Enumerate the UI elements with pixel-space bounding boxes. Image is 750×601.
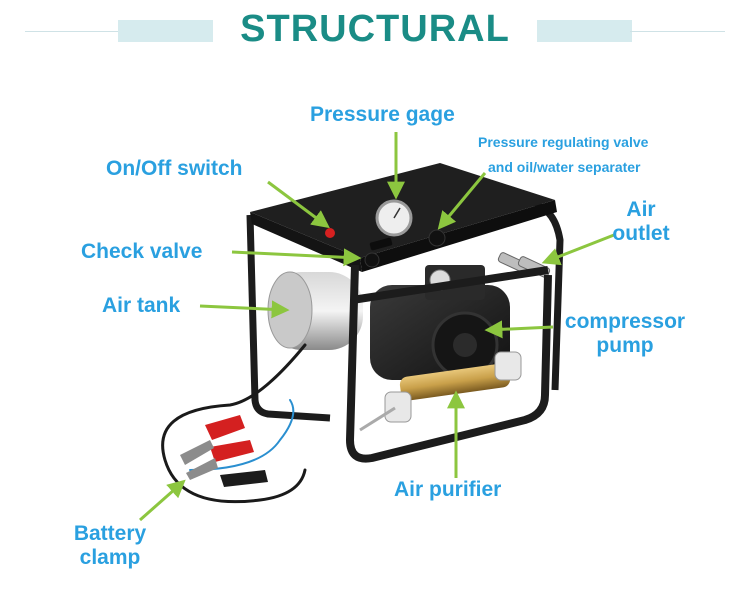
- label-compressor-pump: compressor pump: [554, 310, 696, 358]
- label-battery-line1: Battery: [73, 522, 147, 545]
- pointer-air-tank: [199, 300, 290, 319]
- label-air-tank: Air tank: [102, 294, 181, 317]
- label-pressure-gage: Pressure gage: [310, 103, 455, 126]
- label-regulating-valve-2: and oil/water separater: [488, 159, 641, 175]
- label-compressor-line1: compressor: [564, 310, 686, 333]
- pointer-check-valve: [231, 248, 362, 267]
- page-title: STRUCTURAL: [240, 8, 510, 50]
- label-compressor-line2: pump: [596, 334, 654, 358]
- pointer-compressor: [484, 320, 554, 339]
- label-air-outlet: Air outlet: [603, 198, 679, 246]
- pointer-lines: [139, 132, 615, 522]
- label-battery-clamp: Battery clamp: [64, 522, 156, 570]
- pointer-battery-clamp: [139, 479, 186, 522]
- label-on-off-switch: On/Off switch: [106, 157, 243, 180]
- label-air-purifier: Air purifier: [394, 478, 502, 501]
- title-right-line: [630, 31, 725, 32]
- air-tank-shape: [267, 271, 363, 350]
- front-frame: [346, 264, 552, 463]
- label-air-outlet-line2: outlet: [612, 222, 670, 246]
- pointer-on-off-switch: [267, 180, 330, 229]
- label-regulating-valve-1: Pressure regulating valve: [478, 134, 649, 150]
- title-right-bar: [537, 20, 632, 42]
- pointer-regulating-valve: [437, 172, 487, 230]
- pointer-air-outlet: [541, 233, 615, 266]
- title-left-bar: [118, 20, 213, 42]
- label-check-valve: Check valve: [81, 240, 203, 263]
- label-air-outlet-line1: Air: [626, 198, 656, 221]
- battery-cable: [161, 343, 307, 504]
- power-button-shape: [325, 228, 335, 238]
- title-left-line: [25, 31, 120, 32]
- air-purifier-shape: [359, 351, 522, 432]
- label-battery-line2: clamp: [79, 546, 141, 570]
- battery-clamp-shapes: [180, 415, 268, 487]
